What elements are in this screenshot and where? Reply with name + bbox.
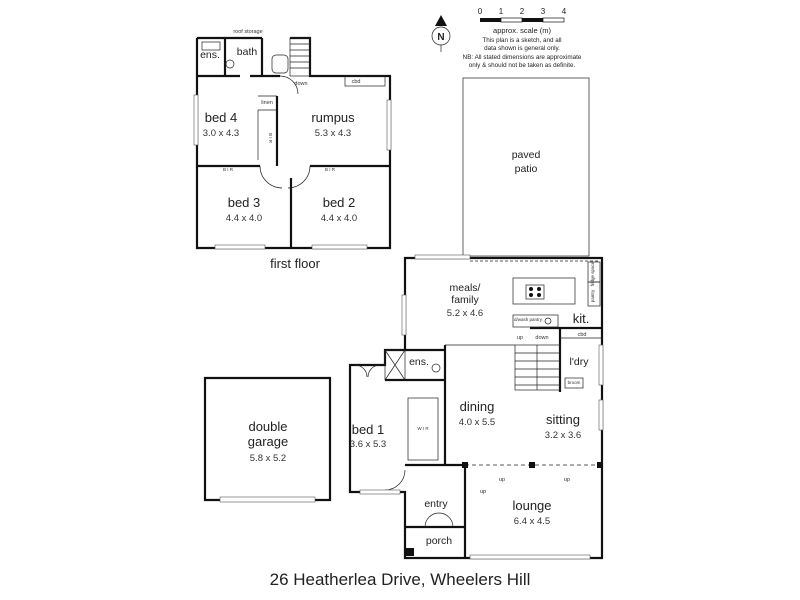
ground-floor-stair — [514, 344, 561, 391]
sitting-size: 3.2 x 3.6 — [545, 430, 581, 441]
ens-label: ens. — [200, 49, 220, 61]
bir-side-label: B I R — [268, 133, 273, 144]
garage-size: 5.8 x 5.2 — [250, 453, 286, 464]
pantry-label: pantry — [590, 289, 595, 302]
garage-label-1: double — [248, 419, 287, 434]
fridge-label: fridge space — [590, 261, 595, 286]
north-label: N — [437, 32, 444, 43]
note-line-2: data shown is general only. — [484, 45, 560, 52]
porch-label: porch — [426, 535, 452, 547]
up-entry-label: up — [480, 489, 486, 495]
rumpus-label: rumpus — [311, 110, 355, 125]
up-lounge-label: up — [564, 477, 570, 483]
entry-label: entry — [424, 498, 448, 510]
stair-down-label: down — [535, 335, 548, 341]
first-floor-caption: first floor — [270, 256, 320, 271]
dishwasher-pantry-label: d/wash pantry — [514, 317, 543, 322]
bed1-size: 3.6 x 5.3 — [350, 439, 386, 450]
up-sitting-label: up — [499, 477, 505, 483]
meals-label-1: meals/ — [450, 282, 481, 294]
roof-storage-label: roof storage — [233, 29, 262, 35]
broom-label: broom — [568, 380, 581, 385]
note-line-1: This plan is a sketch, and all — [482, 37, 561, 44]
meals-size: 5.2 x 4.6 — [447, 308, 483, 319]
scale-tick-1: 1 — [499, 7, 504, 16]
stair-up-label: up — [517, 335, 523, 341]
meals-label-2: family — [451, 294, 479, 306]
bath-label: bath — [237, 46, 258, 58]
paved-patio: paved patio — [462, 77, 590, 257]
patio-label-1: paved — [512, 149, 541, 161]
cbd-ground-label: cbd — [578, 332, 587, 338]
linen-label: linen — [261, 100, 273, 106]
compass: N — [431, 15, 451, 52]
dining-label: dining — [460, 399, 495, 414]
bed2-label: bed 2 — [323, 195, 356, 210]
scale-tick-2: 2 — [520, 7, 525, 16]
scale-title: approx. scale (m) — [493, 26, 551, 35]
bed4-size: 3.0 x 4.3 — [203, 128, 239, 139]
ground-floor-plan: double garage 5.8 x 5.2 bed 1 3.6 x 5.3 … — [203, 254, 604, 560]
patio-label-2: patio — [515, 163, 538, 175]
down-label: down — [294, 81, 307, 87]
scale-tick-0: 0 — [478, 7, 483, 16]
wir-label: W I R — [417, 426, 429, 431]
bed1-label: bed 1 — [352, 422, 385, 437]
lounge-size: 6.4 x 4.5 — [514, 516, 550, 527]
ens-ground-label: ens. — [409, 356, 429, 368]
note-line-4: only & should not be taken as definite. — [469, 62, 576, 69]
bed3-size: 4.4 x 4.0 — [226, 213, 262, 224]
legend: N 0 1 2 3 4 approx. scale (m) This plan … — [431, 7, 582, 69]
dining-size: 4.0 x 5.5 — [459, 417, 495, 428]
kit-label: kit. — [573, 311, 590, 326]
garage-label-2: garage — [248, 434, 288, 449]
bed2-size: 4.4 x 4.0 — [321, 213, 357, 224]
sitting-label: sitting — [546, 412, 580, 427]
first-floor-stair — [289, 37, 311, 77]
bed4-label: bed 4 — [205, 110, 238, 125]
scale-tick-4: 4 — [562, 7, 567, 16]
bed3-label: bed 3 — [228, 195, 261, 210]
bir-right-label: B I R — [325, 167, 336, 172]
scale-bar: 0 1 2 3 4 approx. scale (m) — [478, 7, 567, 35]
lounge-label: lounge — [512, 498, 551, 513]
cbd-label: cbd — [352, 79, 361, 85]
rumpus-size: 5.3 x 4.3 — [315, 128, 351, 139]
note-line-3: NB: All stated dimensions are approximat… — [463, 54, 582, 61]
first-floor-plan: roof storage ens. bath down cbd linen B … — [193, 29, 392, 250]
property-address: 26 Heatherlea Drive, Wheelers Hill — [269, 570, 531, 589]
bir-left-label: B I R — [223, 167, 234, 172]
ldry-label: l'dry — [570, 356, 590, 368]
scale-tick-3: 3 — [541, 7, 546, 16]
